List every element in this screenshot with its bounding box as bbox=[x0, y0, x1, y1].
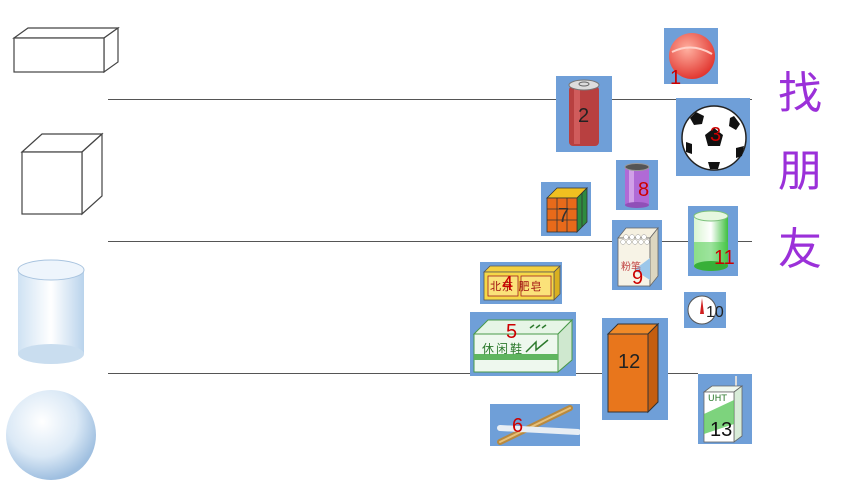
item-13-box-text: UHT bbox=[708, 394, 727, 404]
item-4-soap-box[interactable]: 北京 肥皂 4 bbox=[480, 262, 562, 304]
item-2-number: 2 bbox=[578, 105, 590, 127]
item-9-number: 9 bbox=[632, 267, 644, 289]
item-1-number: 1 bbox=[670, 67, 682, 84]
item-12-orange-cuboid[interactable]: 12 bbox=[602, 318, 668, 420]
cuboid-shape bbox=[6, 24, 120, 76]
cube-shape bbox=[18, 130, 108, 216]
item-11-number: 11 bbox=[714, 247, 735, 269]
item-8-number: 8 bbox=[638, 179, 650, 201]
item-11-green-cylinder[interactable]: 11 bbox=[688, 206, 738, 276]
item-13-milk-carton[interactable]: UHT 13 bbox=[698, 374, 752, 444]
item-4-box-text: 北京 肥皂 bbox=[490, 280, 543, 293]
item-5-number: 5 bbox=[506, 321, 518, 343]
divider-line-1 bbox=[108, 99, 752, 100]
sphere-shape bbox=[2, 386, 100, 484]
item-7-number: 7 bbox=[558, 205, 570, 227]
title-char-1: 找 bbox=[778, 68, 822, 119]
item-10-round-object[interactable]: 10 bbox=[684, 292, 726, 328]
item-7-rubiks-cube[interactable]: 7 bbox=[541, 182, 591, 236]
cylinder-shape bbox=[14, 256, 90, 366]
title-char-2: 朋 bbox=[778, 146, 822, 197]
item-5-box-text: 休闲鞋 bbox=[482, 342, 525, 356]
item-1-ball[interactable]: 1 bbox=[664, 28, 718, 84]
item-6-number: 6 bbox=[512, 415, 524, 437]
item-4-number: 4 bbox=[502, 273, 514, 295]
item-13-number: 13 bbox=[710, 419, 733, 441]
item-6-stick[interactable]: 6 bbox=[490, 404, 580, 446]
item-5-shoe-box[interactable]: 休闲鞋 5 bbox=[470, 312, 576, 376]
item-3-number: 3 bbox=[710, 124, 722, 146]
item-12-number: 12 bbox=[618, 351, 641, 373]
item-2-can[interactable]: 2 bbox=[556, 76, 612, 152]
item-8-purple-cylinder[interactable]: 8 bbox=[616, 160, 658, 210]
divider-line-3 bbox=[108, 373, 698, 374]
item-10-number: 10 bbox=[706, 304, 724, 321]
item-9-chalk-box[interactable]: 粉笔 9 bbox=[612, 220, 662, 290]
item-9-box-text: 粉笔 bbox=[621, 262, 641, 273]
item-3-soccer-ball[interactable]: 3 bbox=[676, 98, 750, 176]
divider-line-2 bbox=[108, 241, 752, 242]
title-char-3: 友 bbox=[778, 224, 822, 275]
